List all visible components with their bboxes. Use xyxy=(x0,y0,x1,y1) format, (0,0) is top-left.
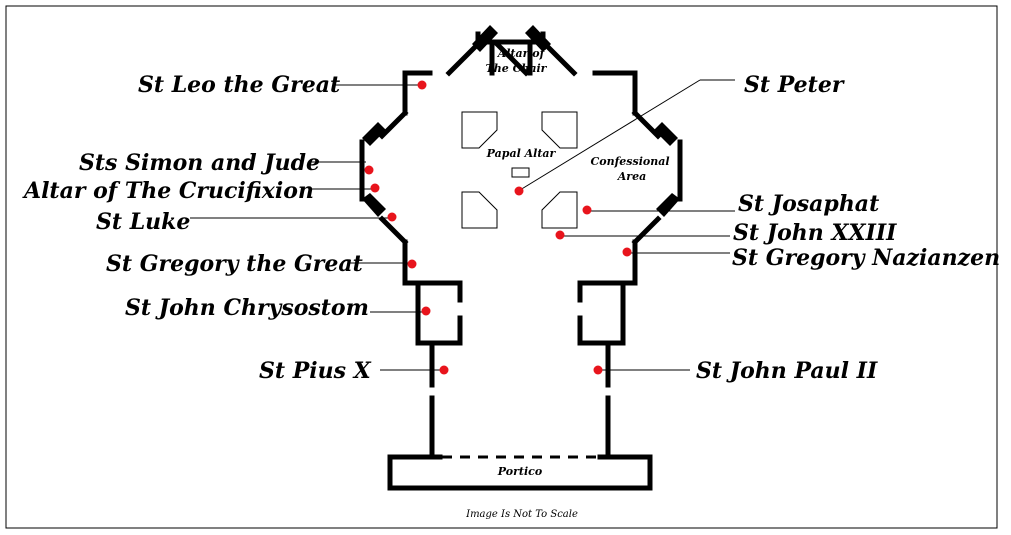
label-st-john-chrysostom: St John Chrysostom xyxy=(125,295,369,321)
label-simon-jude: Sts Simon and Jude xyxy=(79,150,320,176)
marker-st-john-paul[interactable] xyxy=(593,365,603,375)
marker-st-pius[interactable] xyxy=(439,365,449,375)
marker-st-john-xxiii[interactable] xyxy=(555,230,565,240)
marker-st-gregory-great[interactable] xyxy=(407,259,417,269)
label-st-luke: St Luke xyxy=(96,209,190,235)
marker-crucifixion[interactable] xyxy=(370,183,380,193)
papal-altar-label: Papal Altar xyxy=(486,147,557,160)
altar-markers xyxy=(364,80,632,375)
altar-of-chair-label-2: The Chair xyxy=(486,62,548,75)
marker-st-luke[interactable] xyxy=(387,212,397,222)
scale-note: Image Is Not To Scale xyxy=(465,509,578,520)
label-st-josaphat: St Josaphat xyxy=(738,191,879,217)
portico-label: Portico xyxy=(497,465,542,478)
label-crucifixion: Altar of The Crucifixion xyxy=(22,178,314,204)
right-transept-walls xyxy=(631,70,683,286)
confessional-label-2: Area xyxy=(617,170,646,183)
label-st-john-xxiii: St John XXIII xyxy=(733,220,897,246)
marker-st-josaphat[interactable] xyxy=(582,205,592,215)
label-st-leo: St Leo the Great xyxy=(138,72,340,98)
marker-st-gregory-naz[interactable] xyxy=(622,247,632,257)
apse-walls xyxy=(402,25,638,77)
label-st-pius: St Pius X xyxy=(259,358,372,384)
marker-st-leo[interactable] xyxy=(417,80,427,90)
crossing-piers xyxy=(461,111,578,229)
diagram-border xyxy=(5,5,998,529)
label-st-gregory-great: St Gregory the Great xyxy=(106,251,363,277)
nave-walls xyxy=(402,280,638,458)
leader-lines xyxy=(190,79,735,371)
label-st-gregory-naz: St Gregory Nazianzen xyxy=(732,245,1000,271)
confessional-label-1: Confessional xyxy=(590,155,669,168)
marker-simon-jude[interactable] xyxy=(364,165,374,175)
label-st-john-paul: St John Paul II xyxy=(696,358,878,384)
portico xyxy=(387,454,653,491)
marker-st-peter[interactable] xyxy=(514,186,524,196)
altar-of-chair-label-1: Altar of xyxy=(497,47,547,60)
marker-st-john-chrysostom[interactable] xyxy=(421,306,431,316)
label-st-peter: St Peter xyxy=(744,72,845,98)
